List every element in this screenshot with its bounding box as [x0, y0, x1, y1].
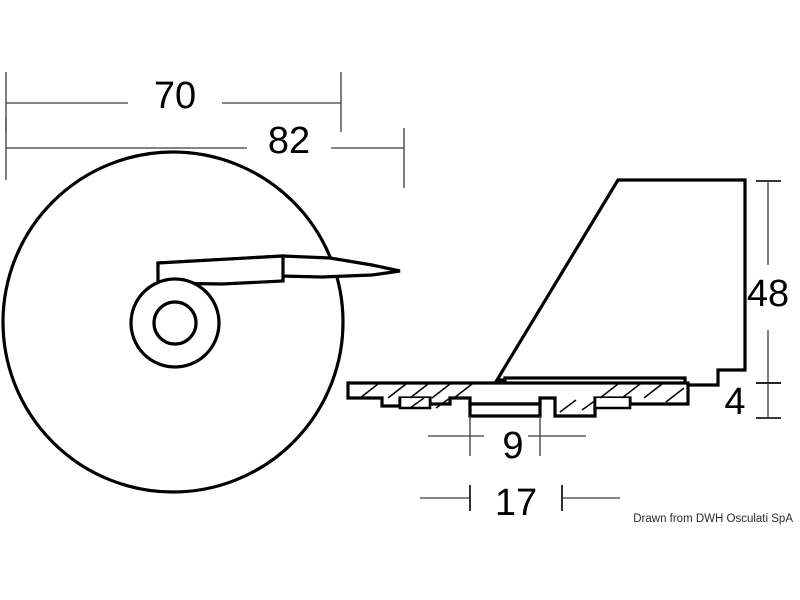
section-hatching: [359, 383, 685, 413]
hatch-line: [643, 383, 663, 399]
dimension-label-17: 17: [495, 482, 537, 524]
hatch-line: [621, 383, 641, 399]
left-step-detail: [398, 398, 432, 410]
side-view: [346, 178, 747, 418]
skeg-fin-body: [494, 178, 747, 387]
hatch-line: [599, 383, 619, 399]
dimension-label-70: 70: [154, 75, 196, 117]
hatch-line: [435, 397, 451, 409]
dimension-label-9: 9: [502, 425, 523, 467]
dimension-70: 70: [5, 72, 342, 132]
hatch-line: [581, 399, 597, 411]
hatch-line: [665, 387, 685, 403]
center-boss: [468, 402, 542, 418]
dimension-label-4: 4: [724, 381, 745, 423]
front-view: [1, 150, 401, 494]
hatch-line: [409, 397, 425, 409]
dimension-82: 82: [5, 118, 405, 188]
right-step-detail: [593, 398, 632, 410]
dimension-4: 4: [724, 381, 781, 423]
hatch-line: [453, 383, 473, 399]
hub-bore: [152, 300, 198, 346]
hatch-line: [387, 383, 407, 399]
hatch-line: [409, 383, 429, 399]
dimension-48: 48: [747, 180, 789, 384]
dimension-9: 9: [428, 416, 586, 467]
hatch-line: [359, 383, 379, 399]
dimension-label-48: 48: [747, 273, 789, 315]
dimension-17: 17: [420, 482, 620, 524]
drawing-credit: Drawn from DWH Osculati SpA: [633, 513, 793, 525]
hatch-line: [559, 399, 577, 413]
dimension-label-82: 82: [268, 120, 310, 162]
blade-profile-lower: [156, 254, 285, 286]
hatch-line: [431, 383, 451, 399]
